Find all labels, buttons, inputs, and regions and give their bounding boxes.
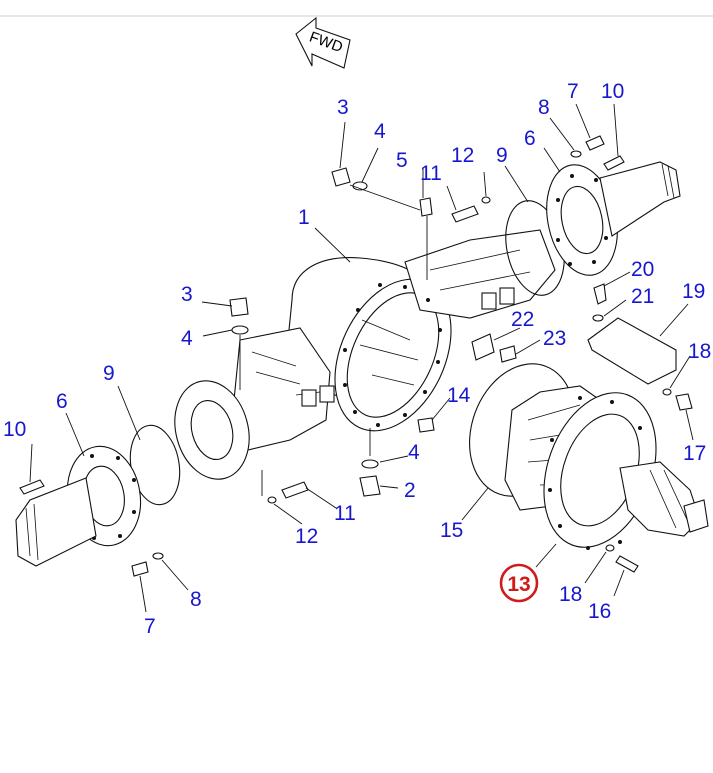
callout-11-bottom: 11: [334, 502, 356, 525]
callout-13: 13: [507, 573, 530, 596]
callout-4-top: 4: [374, 120, 386, 143]
callout-17: 17: [683, 442, 706, 465]
callout-8-top: 8: [538, 96, 550, 119]
fwd-arrow-icon: FWD: [295, 16, 351, 69]
washer-12-top: [481, 196, 491, 204]
bolt-11-bottom: [281, 481, 309, 499]
bolt-23: [499, 345, 517, 363]
callout-9-top: 9: [496, 144, 508, 167]
washer-21: [592, 314, 604, 322]
o-ring-bottom: [361, 459, 379, 469]
callout-8-bottom: 8: [190, 588, 202, 611]
callout-2: 2: [404, 479, 416, 502]
callout-5: 5: [396, 149, 408, 172]
callout-4-bottom: 4: [408, 441, 420, 464]
callout-21: 21: [631, 285, 654, 308]
callout-4-left: 4: [181, 327, 193, 350]
axle-housing: [231, 229, 556, 451]
o-ring-left: [231, 325, 249, 335]
plate-22: [471, 333, 495, 361]
callout-14: 14: [447, 384, 471, 407]
plug-3-left: [229, 297, 249, 317]
leader-lines: [29, 103, 694, 613]
callout-7-bottom: 7: [144, 615, 156, 638]
washer-12-bottom: [267, 496, 277, 504]
callout-11-top: 11: [420, 162, 442, 185]
callout-23: 23: [543, 327, 566, 350]
callout-10-top: 10: [601, 80, 624, 103]
right-hub-assembly: [505, 135, 681, 296]
callout-18-bottom: 18: [559, 583, 582, 606]
callout-7-top: 7: [567, 80, 579, 103]
callout-3-top: 3: [337, 96, 349, 119]
callout-15: 15: [440, 519, 463, 542]
callout-6-left: 6: [56, 390, 68, 413]
callout-labels: 1 2 3 3 4 4 4 5 6 6 7 7 8 8 9 9 10 10 11…: [3, 80, 711, 638]
plug-14: [417, 417, 435, 433]
callout-19: 19: [682, 280, 705, 303]
callout-3-left: 3: [181, 283, 193, 306]
callout-12-bottom: 12: [295, 525, 318, 548]
highlight-13: 13: [499, 563, 539, 603]
bolt-20: [593, 283, 607, 305]
plug-2: [359, 475, 381, 497]
plug-3-top: [331, 167, 351, 187]
callout-18-right: 18: [688, 340, 711, 363]
callout-10-left: 10: [3, 418, 26, 441]
callout-12-top: 12: [451, 144, 474, 167]
breather-5: [419, 197, 433, 217]
bolt-17: [675, 393, 693, 411]
callout-16: 16: [588, 600, 611, 623]
callout-20: 20: [631, 258, 654, 281]
callout-1: 1: [298, 206, 310, 229]
cover-plate: [587, 317, 677, 385]
callout-6-top: 6: [524, 127, 536, 150]
washer-18: [662, 388, 672, 396]
differential-assembly: [469, 363, 709, 573]
callout-9-left: 9: [103, 362, 115, 385]
bolt-11-top: [451, 205, 479, 223]
left-hub-assembly: [15, 380, 250, 577]
callout-22: 22: [511, 308, 534, 331]
